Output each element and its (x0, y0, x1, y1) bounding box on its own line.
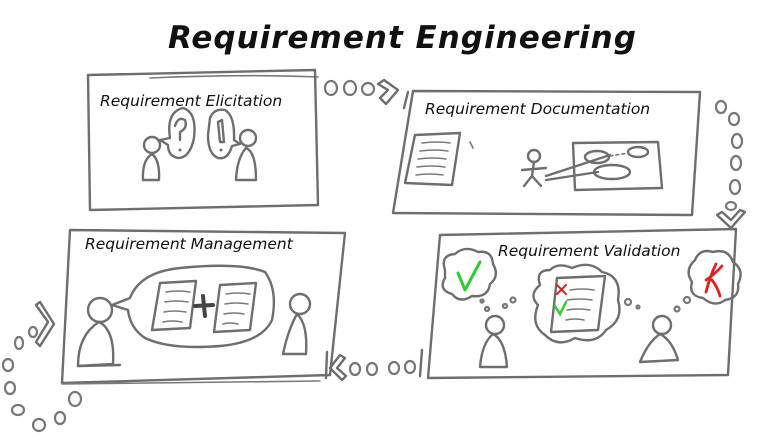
stage-label-elicitation: Requirement Elicitation (100, 92, 283, 110)
stage-label-documentation: Requirement Documentation (425, 100, 651, 118)
person-icon (638, 314, 680, 364)
flow-arrow-elicitation-to-documentation (323, 78, 410, 110)
merge-documents-bubble-icon (110, 264, 276, 349)
checklist-thought-icon (532, 263, 621, 344)
flow-arrow-management-to-elicitation (1, 300, 83, 433)
stage-box-elicitation (86, 68, 320, 212)
use-case-diagram-icon (571, 140, 664, 192)
stage-box-management (60, 228, 347, 385)
flow-arrow-validation-to-management (324, 348, 424, 382)
approve-thought-icon (441, 247, 517, 313)
stage-label-management: Requirement Management (85, 235, 293, 253)
document-icon (403, 131, 474, 187)
person-icon (478, 314, 509, 369)
flow-arrow-documentation-to-validation (714, 99, 747, 230)
title-underline (149, 74, 319, 79)
stick-figure-icon (520, 148, 612, 188)
exclamation-bubble-icon (206, 108, 242, 160)
person-icon (141, 135, 162, 182)
question-bubble-icon (158, 106, 196, 160)
stage-box-validation (426, 227, 742, 380)
stage-label-validation: Requirement Validation (498, 242, 681, 260)
person-icon (281, 292, 312, 356)
stage-box-documentation (391, 89, 702, 217)
person-icon (234, 128, 258, 182)
person-icon (76, 296, 122, 368)
diagram-title: Requirement Engineering (168, 20, 637, 56)
reject-thought-icon (623, 249, 742, 313)
